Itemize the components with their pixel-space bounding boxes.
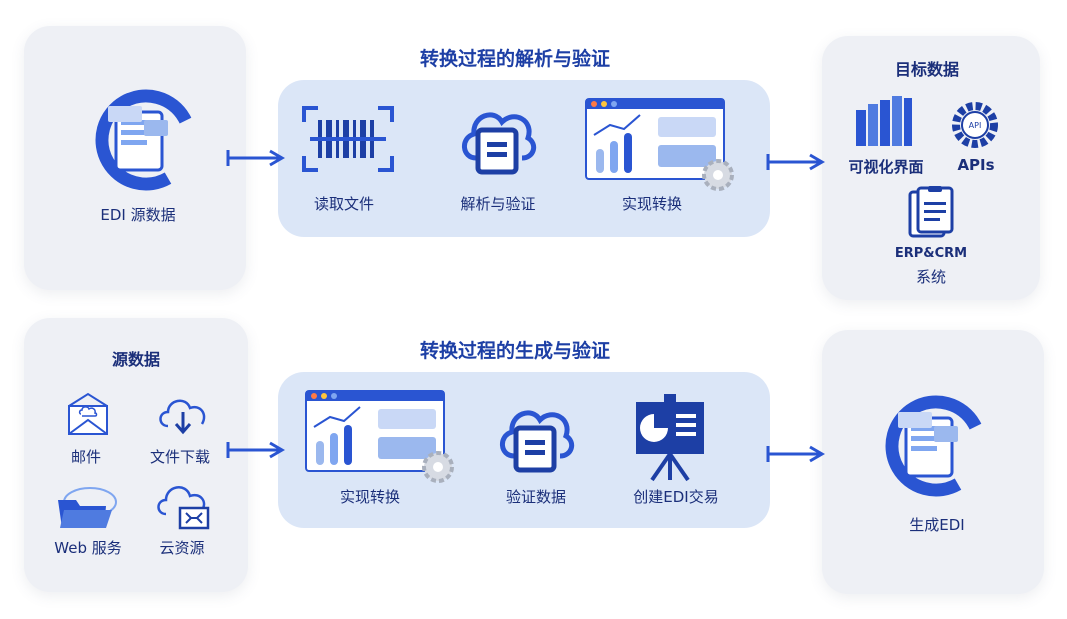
- edi-source-label: EDI 源数据: [100, 206, 176, 224]
- source-cloud-label: 云资源: [159, 539, 205, 557]
- barcode-scan-icon: [302, 106, 394, 172]
- data-source-card: [24, 318, 248, 592]
- target-data-card: [822, 36, 1040, 300]
- target-apis-label: APIs: [957, 156, 995, 174]
- dashboard-chart-icon: [305, 390, 454, 483]
- target-system-label: 系统: [915, 268, 947, 286]
- generate-process-title: 转换过程的生成与验证: [420, 340, 611, 362]
- generate-edi-label: 生成EDI: [909, 516, 965, 534]
- web-folder-icon: [58, 487, 117, 528]
- api-badge-text: API: [969, 121, 982, 130]
- bar-visual-icon: [856, 96, 912, 146]
- arrow-icon: [226, 441, 285, 459]
- cloud-document-icon: [462, 112, 537, 175]
- target-erp-label: ERP&CRM: [894, 246, 968, 261]
- step-transform-label: 实现转换: [621, 195, 683, 213]
- parse-process-title: 转换过程的解析与验证: [420, 48, 611, 70]
- step-parse-verify-label: 解析与验证: [460, 195, 536, 213]
- mail-icon: [68, 392, 108, 435]
- target-data-title: 目标数据: [894, 60, 960, 79]
- api-gear-icon: API: [952, 102, 998, 148]
- cloud-download-icon: [159, 399, 206, 435]
- dashboard-chart-icon: [585, 98, 734, 191]
- source-data-title: 源数据: [111, 350, 161, 369]
- step-create-edi-label: 创建EDI交易: [633, 488, 719, 506]
- step-verify-data-label: 验证数据: [505, 488, 567, 506]
- cloud-resource-icon: [157, 486, 210, 530]
- step-transform-label: 实现转换: [339, 488, 401, 506]
- arrow-icon: [766, 445, 825, 463]
- cloud-document-icon: [500, 410, 575, 473]
- clipboard-icon: [908, 186, 954, 238]
- source-mail-label: 邮件: [70, 448, 102, 466]
- arrow-icon: [766, 153, 825, 171]
- source-download-label: 文件下载: [149, 448, 211, 466]
- step-read-file-label: 读取文件: [313, 195, 375, 213]
- edi-document-icon: [885, 395, 987, 497]
- target-visual-label: 可视化界面: [848, 158, 924, 176]
- arrow-icon: [226, 149, 285, 167]
- source-web-label: Web 服务: [54, 539, 122, 557]
- edi-document-icon: [95, 89, 197, 191]
- presentation-board-icon: [636, 394, 704, 482]
